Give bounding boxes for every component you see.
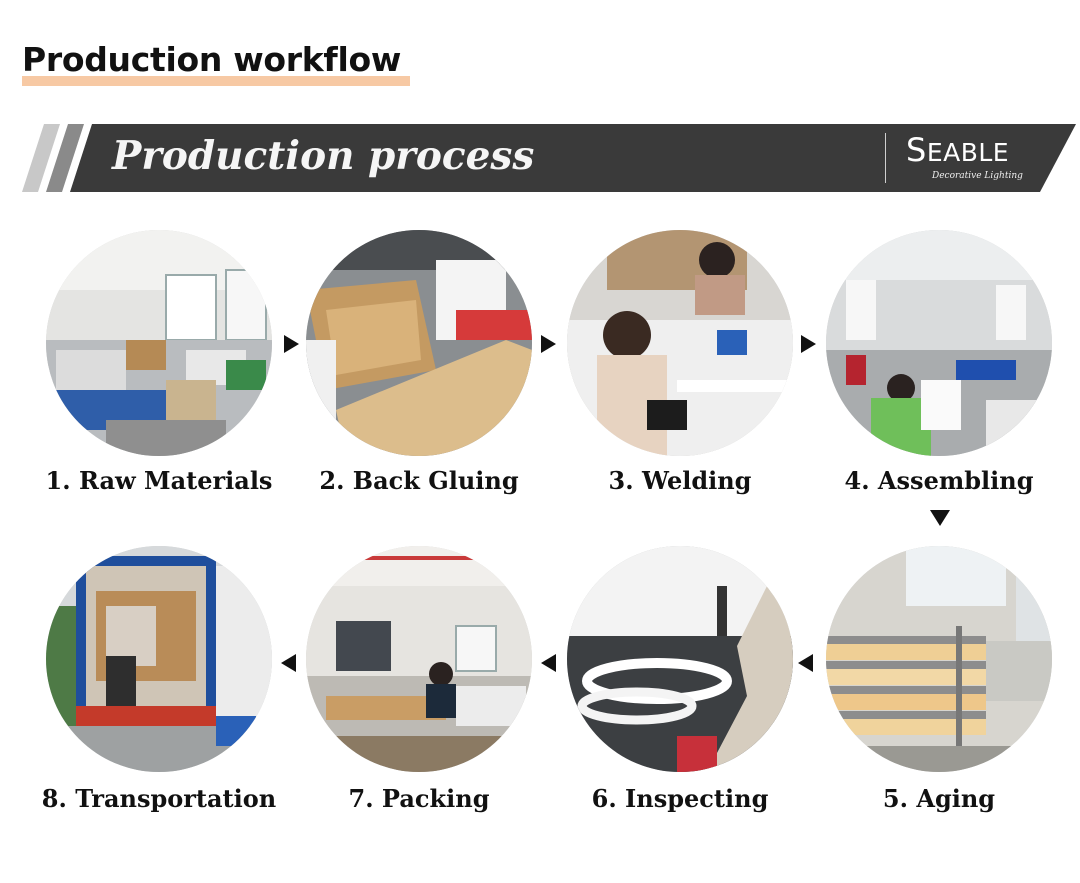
- step-photo-inspecting: [567, 546, 793, 772]
- step-label: 5. Aging: [882, 784, 996, 813]
- step-photo-raw-materials: [46, 230, 272, 456]
- step-label: 6. Inspecting: [591, 784, 769, 813]
- process-banner: Production process SEABLE Decorative Lig…: [0, 118, 1080, 198]
- step-photo-transportation: [46, 546, 272, 772]
- banner-divider: [885, 133, 886, 183]
- down-triangle-icon: [930, 510, 950, 526]
- left-triangle-icon: [541, 654, 556, 672]
- banner-shape: [22, 124, 1076, 192]
- right-triangle-icon: [284, 335, 299, 353]
- step-photo-back-gluing: [306, 230, 532, 456]
- step-label: 2. Back Gluing: [319, 466, 519, 495]
- heading-underline: [22, 76, 410, 86]
- brand-initial: S: [906, 131, 927, 169]
- step-label: 7. Packing: [348, 784, 490, 813]
- left-triangle-icon: [281, 654, 296, 672]
- brand-name-rest: EABLE: [926, 138, 1010, 167]
- page-title: Production workflow: [22, 40, 402, 79]
- step-photo-aging: [826, 546, 1052, 772]
- step-label: 8. Transportation: [41, 784, 277, 813]
- step-photo-packing: [306, 546, 532, 772]
- brand-tagline: Decorative Lighting: [932, 171, 1023, 181]
- step-label: 4. Assembling: [844, 466, 1034, 495]
- left-triangle-icon: [798, 654, 813, 672]
- banner-title: Production process: [112, 133, 535, 179]
- step-label: 1. Raw Materials: [45, 466, 273, 495]
- brand-logo: SEABLE: [906, 132, 1009, 171]
- right-triangle-icon: [541, 335, 556, 353]
- step-photo-welding: [567, 230, 793, 456]
- step-photo-assembling: [826, 230, 1052, 456]
- step-label: 3. Welding: [608, 466, 752, 495]
- right-triangle-icon: [801, 335, 816, 353]
